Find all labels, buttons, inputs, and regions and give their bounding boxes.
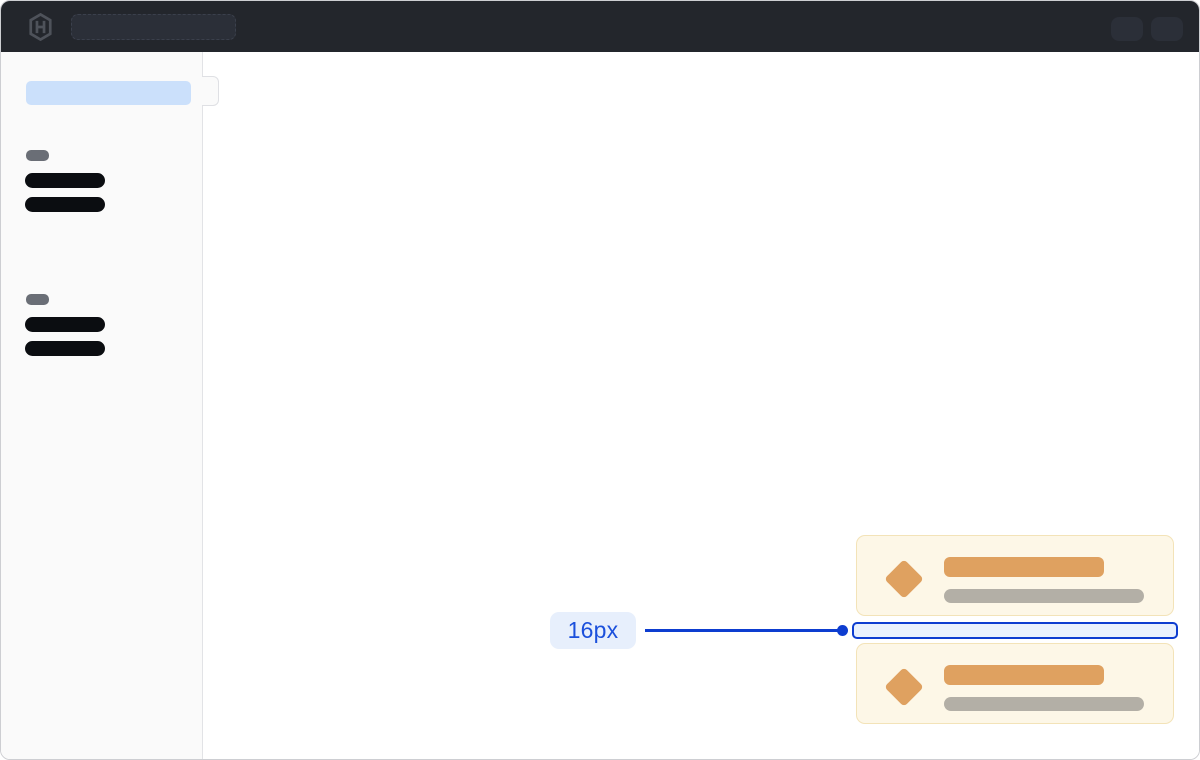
sidebar-active-item-skeleton[interactable] [26,81,191,105]
sidebar-toggle-tab[interactable] [202,76,219,106]
sidebar-item-skeleton[interactable] [25,341,105,356]
sidebar-item-skeleton[interactable] [25,173,105,188]
sidebar-item-skeleton[interactable] [25,197,105,212]
card-subtitle-skeleton [944,697,1144,711]
sidebar-item-skeleton[interactable] [25,317,105,332]
card-subtitle-skeleton [944,589,1144,603]
header-action-skeleton-1[interactable] [1111,17,1143,41]
card-skeleton-1 [856,535,1174,616]
measurement-line [645,629,838,632]
nav-search-skeleton[interactable] [71,14,236,40]
diamond-icon [884,559,924,599]
card-skeleton-2 [856,643,1174,724]
sidebar-section-label-skeleton [26,294,49,305]
main-content [203,52,1199,759]
card-title-skeleton [944,665,1104,685]
sidebar-section-label-skeleton [26,150,49,161]
measurement-dot [837,625,848,636]
sidebar [1,52,203,759]
diamond-icon [884,667,924,707]
top-nav-bar [1,1,1199,52]
measurement-label: 16px [550,612,636,649]
header-action-skeleton-2[interactable] [1151,17,1183,41]
card-title-skeleton [944,557,1104,577]
spacing-highlight-rect [852,622,1178,639]
hashicorp-logo-icon[interactable] [27,13,54,41]
